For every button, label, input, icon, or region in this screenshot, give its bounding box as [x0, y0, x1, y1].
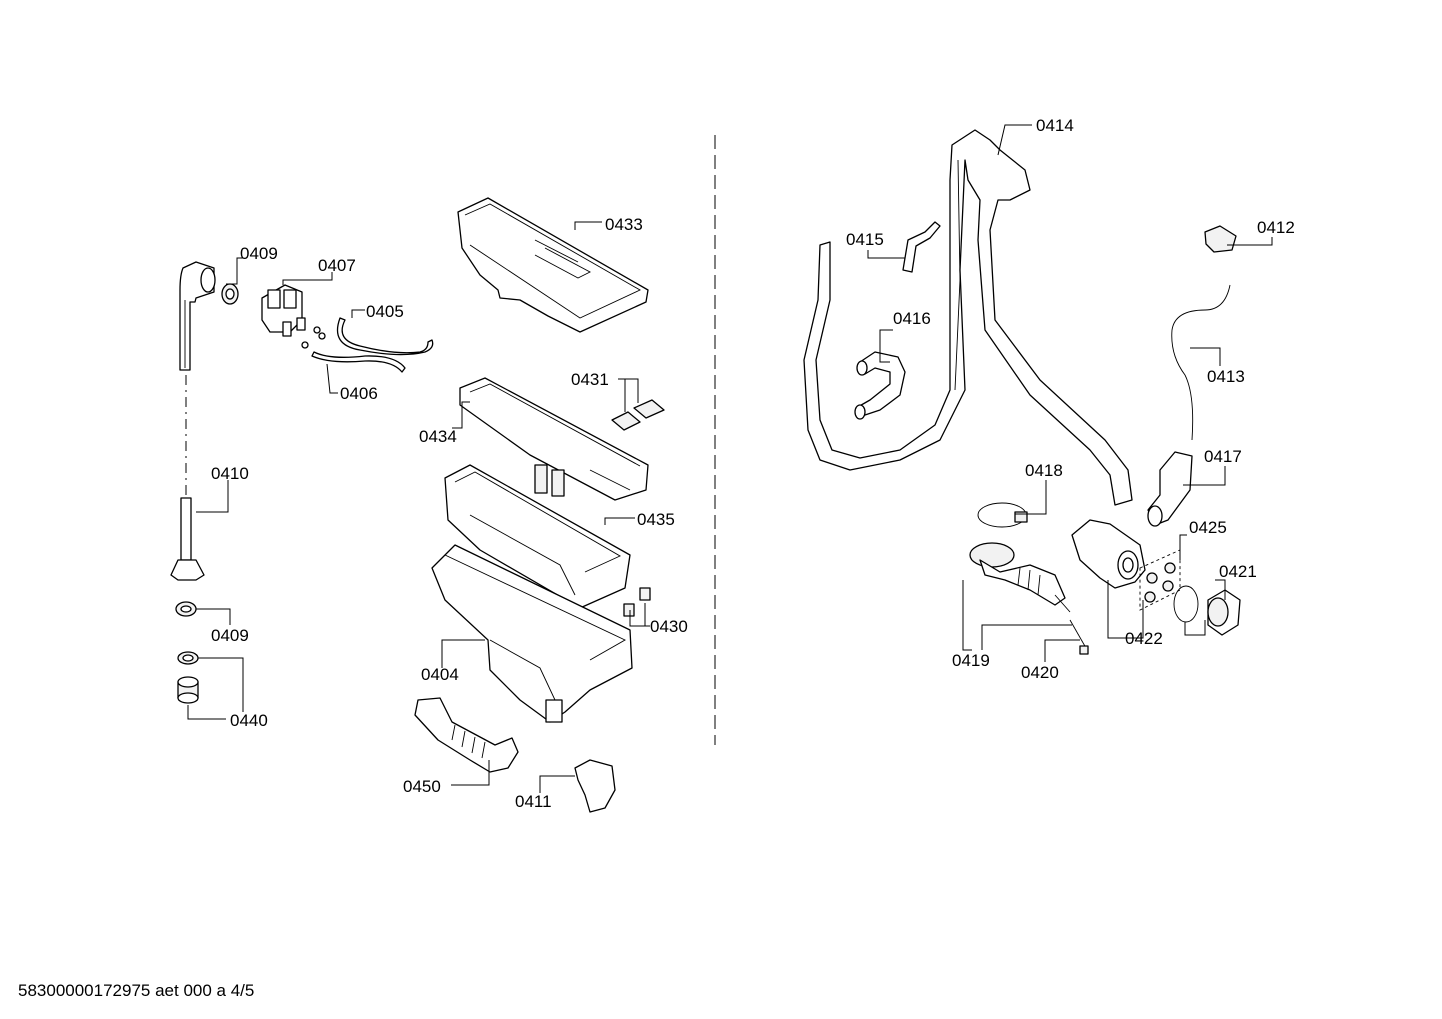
label-0413: 0413	[1207, 367, 1245, 386]
document-id: 58300000172975 aet 000 a 4/5	[18, 981, 255, 1000]
label-0415: 0415	[846, 230, 884, 249]
connectors-0430	[623, 587, 651, 617]
hose-0415	[902, 221, 941, 273]
label-0406: 0406	[340, 384, 378, 403]
clamp-0418	[977, 502, 1028, 528]
inlet-pipe-upper	[179, 261, 216, 371]
label-0421: 0421	[1219, 562, 1257, 581]
valve-clips	[301, 326, 326, 349]
inlet-valve	[261, 284, 306, 337]
bracket-0416	[854, 351, 906, 420]
label-0422: 0422	[1125, 629, 1163, 648]
label-0431: 0431	[571, 370, 609, 389]
label-0419: 0419	[952, 651, 990, 670]
label-0411: 0411	[515, 792, 552, 811]
tube-0413	[1171, 284, 1231, 441]
bellows-hose-0450	[414, 697, 519, 773]
label-0420: 0420	[1021, 663, 1059, 682]
drawer-top-0433	[457, 197, 649, 333]
part-labels: 0409 0407 0405 0406 0410 0409 0440 0433 …	[211, 116, 1295, 811]
label-0435: 0435	[637, 510, 675, 529]
label-0433: 0433	[605, 215, 643, 234]
label-0434: 0434	[419, 427, 457, 446]
tray-0404	[431, 544, 633, 723]
elbow-0411	[574, 759, 616, 813]
screw-0420	[1069, 619, 1089, 655]
leader-lines	[187, 124, 1273, 793]
pressure-sensor-0412	[1204, 225, 1237, 253]
label-0405: 0405	[366, 302, 404, 321]
seals-0440	[177, 651, 199, 704]
air-trap-0417	[1147, 451, 1193, 527]
label-0412: 0412	[1257, 218, 1295, 237]
seal-ring-upper	[221, 283, 239, 305]
label-0416: 0416	[893, 309, 931, 328]
label-0407: 0407	[318, 256, 356, 275]
drain-bellows-0419	[969, 542, 1071, 613]
seal-ring-lower	[175, 601, 197, 617]
label-0425: 0425	[1189, 518, 1227, 537]
label-0414: 0414	[1036, 116, 1074, 135]
screws-0425	[1139, 549, 1181, 611]
label-0404: 0404	[421, 665, 459, 684]
label-0417: 0417	[1204, 447, 1242, 466]
hose-0405	[311, 317, 434, 373]
label-0440: 0440	[230, 711, 268, 730]
label-0418: 0418	[1025, 461, 1063, 480]
label-0450: 0450	[403, 777, 441, 796]
label-0430: 0430	[650, 617, 688, 636]
hose-0414	[803, 129, 1133, 506]
inlet-pipe-lower	[170, 497, 205, 581]
drawer-housing-0435	[444, 464, 631, 609]
filter-0421	[1173, 585, 1241, 636]
pads-0431	[611, 399, 665, 431]
label-0409-lower: 0409	[211, 626, 249, 645]
label-0409-upper: 0409	[240, 244, 278, 263]
drawer-0434	[459, 377, 649, 501]
drain-pump-0422	[1071, 519, 1146, 589]
label-0410: 0410	[211, 464, 249, 483]
